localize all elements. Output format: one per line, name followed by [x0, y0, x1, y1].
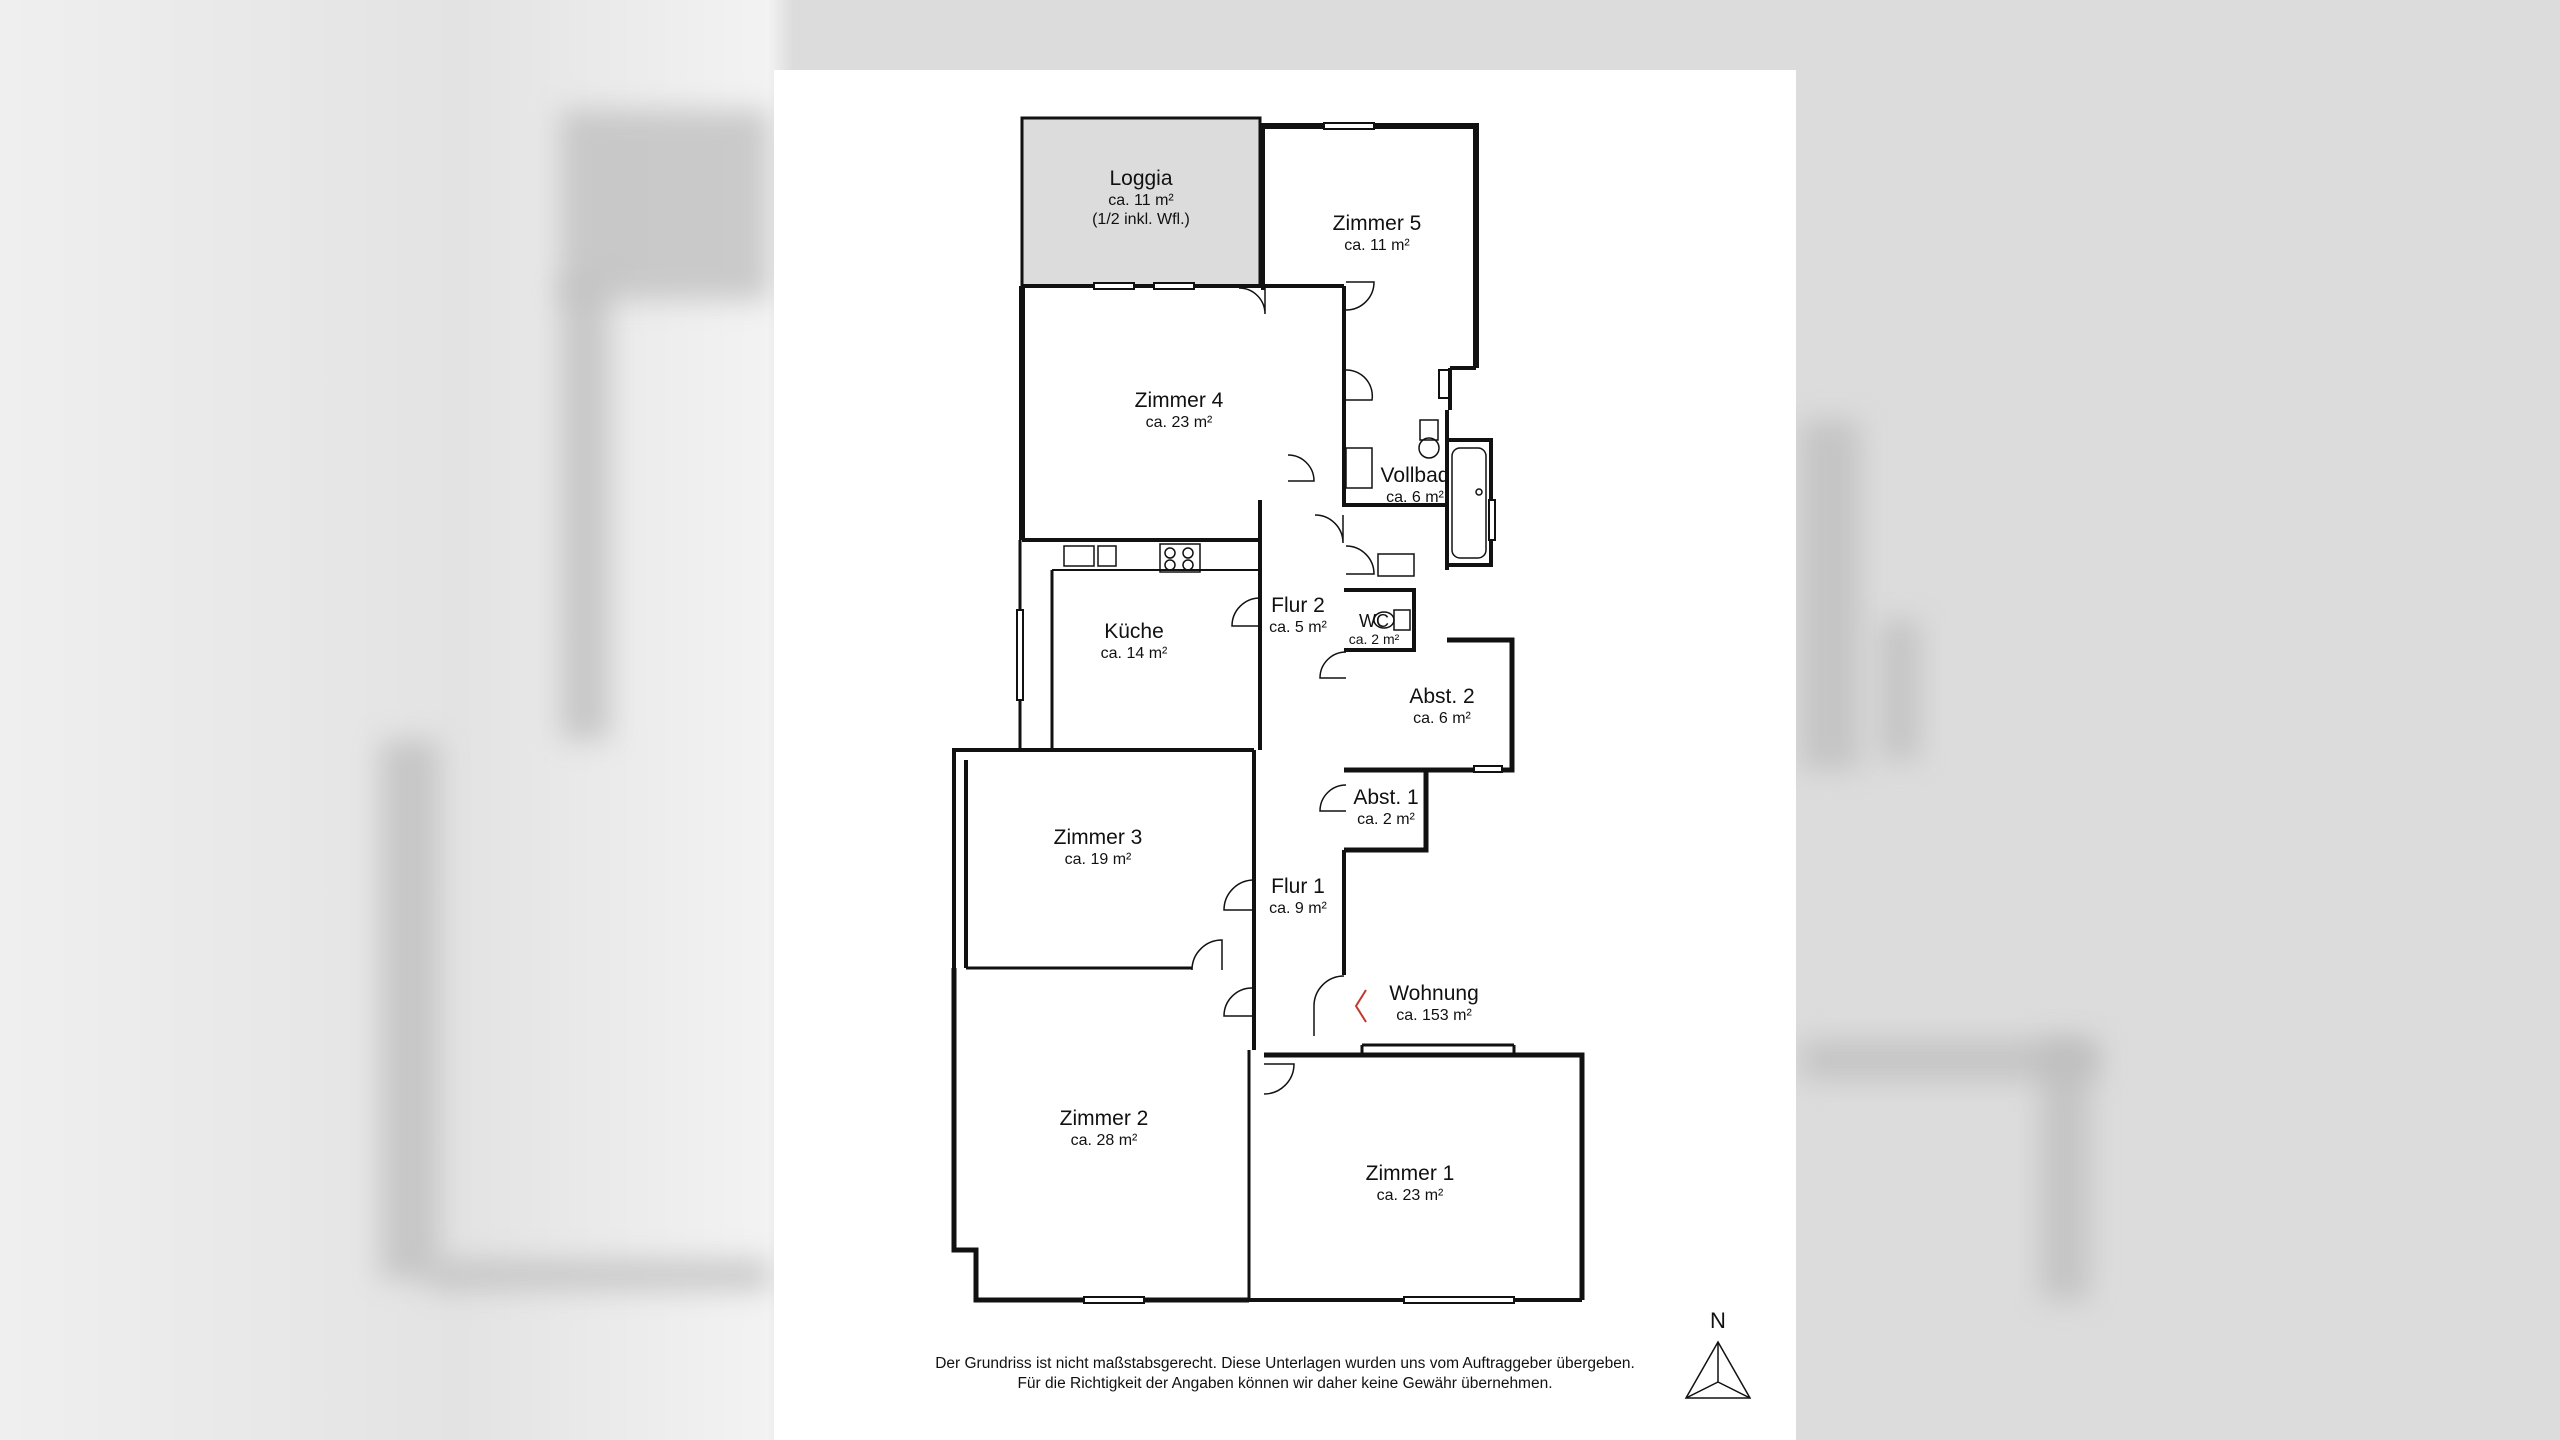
wall-wc: [1344, 588, 1416, 652]
bathtub-drain-icon: [1475, 488, 1483, 496]
room-area-zimmer3: ca. 19 m²: [1065, 851, 1132, 868]
room-area-flur2: ca. 5 m²: [1269, 619, 1327, 636]
door-swing: [1223, 879, 1255, 911]
loggia-area: [1020, 116, 1262, 288]
window: [1093, 282, 1135, 290]
door-swing: [1345, 545, 1375, 575]
room-area-abst1: ca. 2 m²: [1357, 811, 1415, 828]
wall-zimmer1: [1264, 1052, 1585, 1300]
window: [1488, 499, 1496, 541]
windows: [1016, 122, 1515, 1304]
door-swing: [1238, 287, 1266, 315]
room-label-kueche: Küche: [1104, 620, 1164, 643]
room-area-kueche: ca. 14 m²: [1101, 645, 1168, 662]
room-area-abst2: ca. 6 m²: [1413, 710, 1471, 727]
room-label-abst1: Abst. 1: [1353, 786, 1418, 809]
stove-burner-icon: [1182, 559, 1194, 571]
door-swing: [1319, 651, 1347, 679]
room-note-loggia: (1/2 inkl. Wfl.): [1092, 211, 1190, 228]
bg-shape: [430, 1260, 770, 1290]
room-label-flur2: Flur 2: [1271, 594, 1325, 617]
compass-outline: [1684, 1340, 1752, 1399]
compass-line: [1685, 1381, 1719, 1399]
window: [1153, 282, 1195, 290]
window: [1438, 369, 1450, 399]
toilet-bowl-icon: [1418, 437, 1440, 459]
door-swing: [1191, 939, 1223, 971]
washbasin-icon: [1345, 447, 1373, 489]
toilet-icon: [1393, 609, 1411, 631]
room-label-abst2: Abst. 2: [1409, 685, 1474, 708]
window: [1323, 122, 1375, 130]
bg-shape: [380, 740, 440, 1280]
washbasin-icon: [1377, 553, 1415, 577]
bg-shape: [560, 280, 610, 740]
room-label-wohnung: Wohnung: [1389, 982, 1479, 1005]
bg-shape: [560, 110, 770, 300]
door-swing: [1223, 987, 1253, 1017]
stove-burner-icon: [1182, 547, 1194, 559]
door-swing: [1263, 1063, 1295, 1095]
toilet-bowl-icon: [1373, 611, 1395, 629]
room-area-vollbad: ca. 6 m²: [1386, 489, 1444, 506]
room-label-zimmer4: Zimmer 4: [1135, 389, 1224, 412]
sink-icon: [1097, 545, 1117, 567]
bg-shape: [1880, 620, 1920, 760]
bg-shape: [2040, 1040, 2090, 1300]
room-label-zimmer1: Zimmer 1: [1366, 1162, 1455, 1185]
window: [1083, 1296, 1145, 1304]
door-swing: [1314, 514, 1344, 544]
room-area-zimmer4: ca. 23 m²: [1146, 414, 1213, 431]
door-swing: [1231, 597, 1261, 627]
stove-icon: [1159, 543, 1201, 573]
walls: [951, 123, 1585, 1303]
room-label-loggia: Loggia: [1109, 167, 1172, 190]
disclaimer-line-2: Für die Richtigkeit der Angaben können w…: [1017, 1375, 1553, 1392]
wall-vollbad: [1342, 410, 1447, 507]
sink-icon: [1063, 545, 1095, 567]
bathtub-niche: [1445, 438, 1493, 567]
stove-burner-icon: [1164, 559, 1176, 571]
floor-plan: Loggia ca. 11 m² (1/2 inkl. Wfl.) Zimmer…: [951, 116, 1752, 1399]
door-swing: [1313, 975, 1345, 1036]
bg-shape: [1800, 420, 1860, 770]
stove-burner-icon: [1164, 547, 1176, 559]
room-label-wc: WC: [1359, 611, 1389, 631]
entry-marker-icon: [1354, 989, 1367, 1023]
kitchen-fixtures: [1063, 419, 1487, 631]
room-area-wohnung: ca. 153 m²: [1396, 1007, 1472, 1024]
door-swing: [1345, 281, 1375, 311]
compass-line: [1717, 1381, 1751, 1399]
room-area-loggia: ca. 11 m²: [1108, 192, 1174, 209]
door-swing: [1319, 784, 1347, 812]
room-label-flur1: Flur 1: [1271, 875, 1325, 898]
wall-zimmer2: [951, 968, 1249, 1303]
room-area-zimmer2: ca. 28 m²: [1071, 1132, 1138, 1149]
bathtub-icon: [1451, 447, 1487, 559]
floor-plan-panel: Loggia ca. 11 m² (1/2 inkl. Wfl.) Zimmer…: [774, 70, 1796, 1440]
compass-arrow-icon: [1684, 1340, 1752, 1399]
room-area-flur1: ca. 9 m²: [1269, 900, 1327, 917]
room-area-zimmer5: ca. 11 m²: [1344, 237, 1410, 254]
toilet-icon: [1419, 419, 1439, 441]
room-area-zimmer1: ca. 23 m²: [1377, 1187, 1444, 1204]
window: [1403, 1296, 1515, 1304]
room-label-zimmer3: Zimmer 3: [1054, 826, 1143, 849]
door-swing: [1287, 454, 1315, 482]
disclaimer-line-1: Der Grundriss ist nicht maßstabsgerecht.…: [935, 1355, 1635, 1372]
door-swing: [1345, 369, 1374, 401]
compass-north-label: N: [1710, 1308, 1726, 1333]
room-label-vollbad: Vollbad: [1381, 464, 1450, 487]
room-label-zimmer5: Zimmer 5: [1333, 212, 1422, 235]
doors: [1191, 281, 1375, 1095]
room-label-zimmer2: Zimmer 2: [1060, 1107, 1149, 1130]
window: [1473, 765, 1503, 773]
wall-abst1: [1344, 767, 1429, 853]
room-area-wc: ca. 2 m²: [1349, 631, 1400, 647]
window: [1016, 609, 1024, 701]
